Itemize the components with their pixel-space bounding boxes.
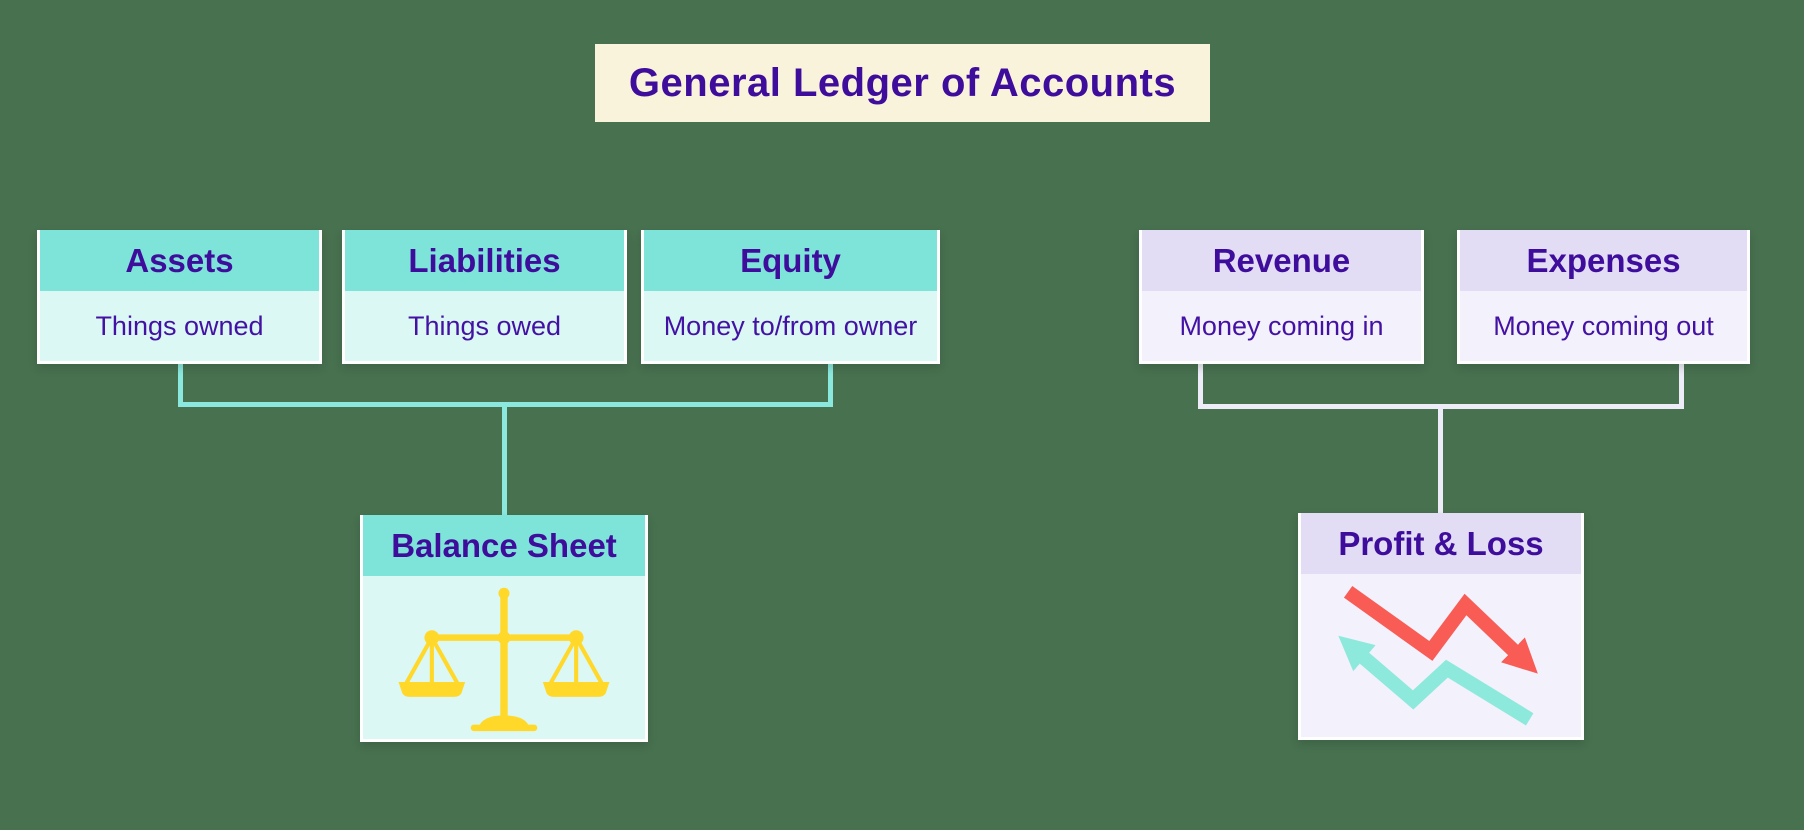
connector-assets-stub (178, 362, 183, 407)
node-balance-sheet-title: Balance Sheet (363, 515, 645, 576)
node-balance-sheet-body (363, 576, 645, 739)
node-equity-description: Money to/from owner (644, 291, 937, 361)
connector-expenses-stub (1679, 362, 1684, 408)
node-profit-loss-body (1301, 574, 1581, 737)
node-assets: Assets Things owned (37, 230, 322, 364)
node-expenses-description: Money coming out (1460, 291, 1747, 361)
node-expenses: Expenses Money coming out (1457, 230, 1750, 364)
node-expenses-title: Expenses (1460, 230, 1747, 291)
loss-arrow (1343, 585, 1538, 674)
node-liabilities-description: Things owed (345, 291, 624, 361)
node-assets-title: Assets (40, 230, 319, 291)
node-revenue-description: Money coming in (1142, 291, 1421, 361)
node-revenue-title: Revenue (1142, 230, 1421, 291)
node-equity: Equity Money to/from owner (641, 230, 940, 364)
profit-arrow (1338, 635, 1534, 725)
node-liabilities-title: Liabilities (345, 230, 624, 291)
page-title: General Ledger of Accounts (595, 44, 1210, 122)
balance-scale-icon (398, 587, 610, 731)
node-profit-loss-title: Profit & Loss (1301, 513, 1581, 574)
node-balance-sheet: Balance Sheet (360, 515, 648, 742)
node-liabilities: Liabilities Things owed (342, 230, 627, 364)
node-profit-loss: Profit & Loss (1298, 513, 1584, 740)
node-assets-description: Things owned (40, 291, 319, 361)
connector-balance-drop (502, 402, 507, 517)
connector-equity-stub (828, 362, 833, 407)
node-equity-title: Equity (644, 230, 937, 291)
connector-revenue-stub (1198, 362, 1203, 408)
node-revenue: Revenue Money coming in (1139, 230, 1424, 364)
connector-pl-drop (1438, 404, 1443, 516)
trend-arrows-icon (1338, 585, 1538, 725)
